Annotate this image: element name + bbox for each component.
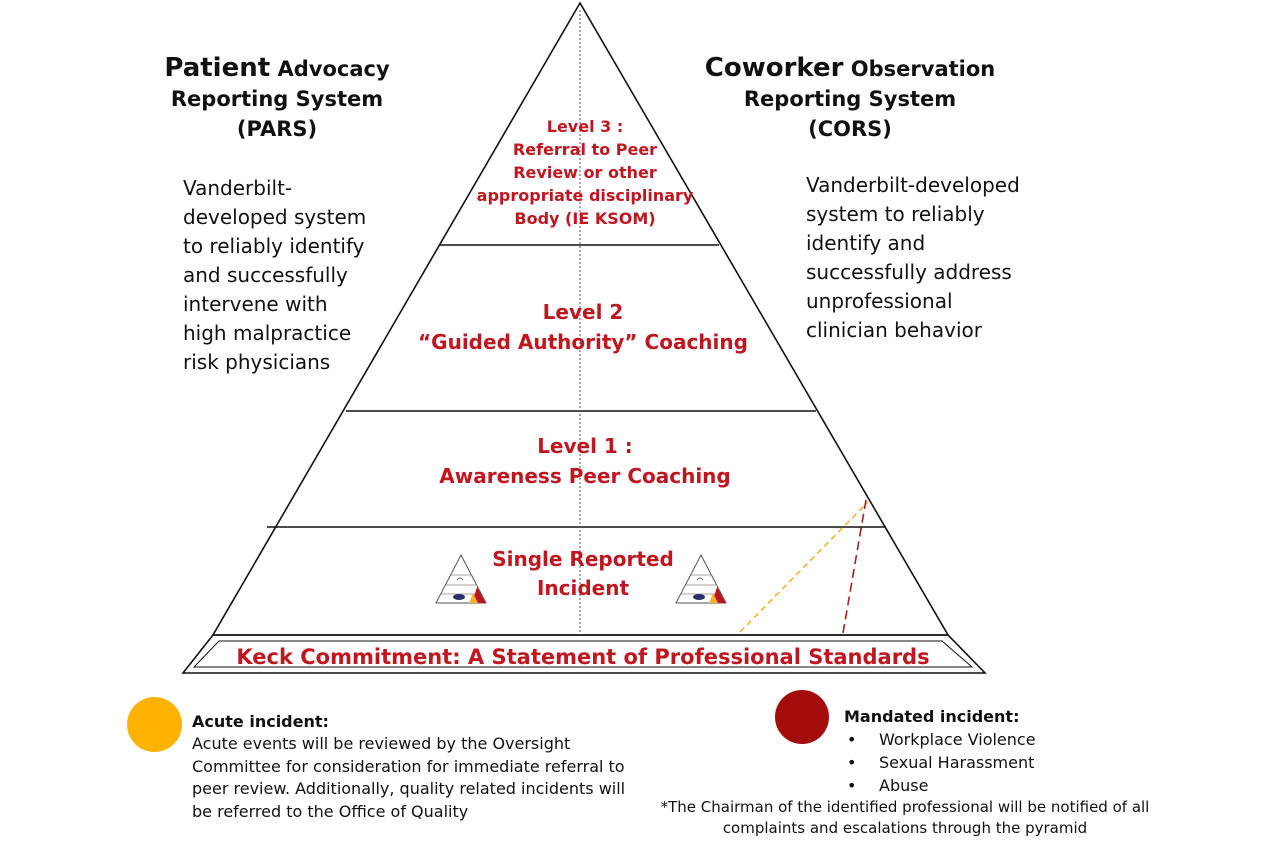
level-3-line: appropriate disciplinary [476, 186, 694, 205]
mandated-incident-dot [775, 690, 829, 744]
level-3-line: Review or other [513, 163, 657, 182]
list-item: Workplace Violence [847, 728, 1104, 751]
cors-desc-line: system to reliably [806, 202, 985, 226]
pars-title-word: Patient [164, 53, 271, 83]
acute-incident-line: Acute events will be reviewed by the Ove… [192, 734, 571, 753]
mandated-incident-title: Mandated incident: [844, 707, 1020, 726]
cors-title-line3: (CORS) [808, 117, 892, 141]
cors-title-rest: Observation [850, 57, 996, 81]
level-1-line: Level 1 : [537, 434, 633, 458]
mandated-escalation-line [842, 499, 867, 634]
footnote-line: *The Chairman of the identified professi… [660, 798, 1150, 816]
cors-desc-line: clinician behavior [806, 318, 982, 342]
level-1-label: Level 1 : Awareness Peer Coaching [420, 431, 750, 491]
level-2-label: Level 2 “Guided Authority” Coaching [400, 297, 766, 357]
pars-desc-line: to reliably identify [183, 234, 365, 258]
cors-description: Vanderbilt-developed system to reliably … [806, 171, 1046, 345]
pars-desc-line: and successfully [183, 263, 348, 287]
pars-title-line2: Reporting System [170, 87, 384, 111]
acute-incident-legend: Acute incident: Acute events will be rev… [192, 711, 632, 823]
acute-incident-dot [127, 697, 182, 752]
pars-desc-line: intervene with [183, 292, 328, 316]
base-level-line: Incident [536, 576, 630, 600]
list-item: Abuse [847, 774, 1104, 797]
pars-title-rest: Advocacy [277, 57, 390, 81]
acute-escalation-line [739, 501, 869, 633]
level-3-label: Level 3 : Referral to Peer Review or oth… [455, 115, 715, 230]
footnote-line: complaints and escalations through the p… [722, 819, 1088, 837]
level-2-line: “Guided Authority” Coaching [418, 330, 748, 354]
mandated-incident-list: Workplace Violence Sexual Harassment Abu… [847, 728, 1104, 797]
chairman-footnote: *The Chairman of the identified professi… [640, 797, 1170, 839]
level-3-line: Level 3 : [546, 117, 624, 136]
mini-pyramid-icon [435, 553, 487, 604]
pars-desc-line: risk physicians [183, 350, 331, 374]
cors-title-word: Coworker [704, 53, 844, 83]
cors-desc-line: identify and [806, 231, 926, 255]
cors-desc-line: unprofessional [806, 289, 953, 313]
pars-desc-line: developed system [183, 205, 367, 229]
level-2-line: Level 2 [542, 300, 624, 324]
mandated-incident-legend: Mandated incident: Workplace Violence Se… [844, 706, 1104, 797]
level-3-line: Body (IE KSOM) [514, 209, 656, 228]
base-level-label: Single Reported Incident [470, 545, 696, 603]
pars-description: Vanderbilt- developed system to reliably… [183, 174, 413, 377]
cors-desc-line: Vanderbilt-developed [806, 173, 1020, 197]
cors-title: Coworker Observation Reporting System (C… [700, 53, 1000, 144]
pars-title: Patient Advocacy Reporting System (PARS) [150, 53, 404, 144]
acute-incident-line: Committee for consideration for immediat… [192, 756, 625, 776]
foundation-label: Keck Commitment: A Statement of Professi… [236, 645, 930, 669]
level-3-line: Referral to Peer [512, 140, 658, 159]
base-level-line: Single Reported [492, 547, 674, 571]
level-1-line: Awareness Peer Coaching [439, 464, 731, 488]
acute-incident-title: Acute incident: [192, 712, 329, 731]
foundation-bar [181, 634, 987, 674]
cors-desc-line: successfully address [806, 260, 1012, 284]
mini-pyramid-icon [675, 553, 727, 604]
acute-incident-line: peer review. Additionally, quality relat… [192, 779, 626, 798]
pars-desc-line: high malpractice [183, 321, 352, 345]
pars-title-line3: (PARS) [236, 117, 318, 141]
list-item: Sexual Harassment [847, 751, 1104, 774]
cors-title-line2: Reporting System [743, 87, 957, 111]
acute-incident-line: be referred to the Office of Quality [192, 801, 469, 821]
pars-desc-line: Vanderbilt- [183, 176, 293, 200]
